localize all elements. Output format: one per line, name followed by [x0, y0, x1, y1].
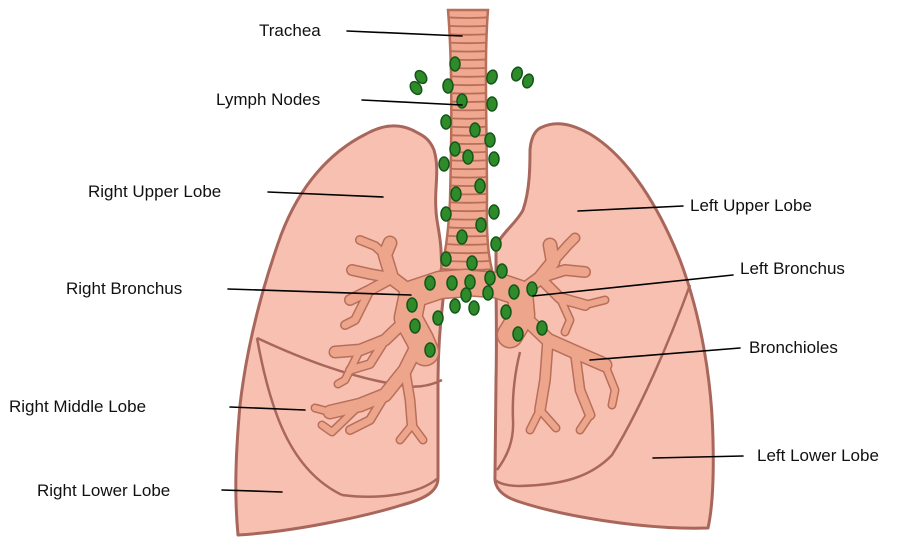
right-lower-twig [315, 408, 330, 412]
label-right-middle-lobe: Right Middle Lobe [9, 397, 146, 417]
label-right-bronchus: Right Bronchus [66, 279, 182, 299]
label-bronchioles: Bronchioles [749, 338, 838, 358]
label-right-upper-lobe: Right Upper Lobe [88, 182, 221, 202]
lymph-node [489, 152, 499, 166]
lymph-node [475, 179, 485, 193]
lymph-node [433, 311, 443, 325]
lymph-node [513, 327, 523, 341]
lymph-node [476, 218, 486, 232]
lymph-node [485, 271, 495, 285]
lymph-node [497, 264, 507, 278]
lymph-node [489, 205, 499, 219]
lymph-nodes-leader [362, 100, 462, 105]
label-left-bronchus: Left Bronchus [740, 259, 845, 279]
lymph-node [457, 230, 467, 244]
lymph-node [537, 321, 547, 335]
lymph-node [450, 142, 460, 156]
lymph-node [451, 187, 461, 201]
lymph-node [425, 276, 435, 290]
lymph-node [425, 343, 435, 357]
lymph-node [527, 282, 537, 296]
lymph-node [450, 57, 460, 71]
label-lymph-nodes: Lymph Nodes [216, 90, 320, 110]
trachea-leader [347, 31, 462, 36]
lymph-node [439, 157, 449, 171]
label-left-upper-lobe: Left Upper Lobe [690, 196, 812, 216]
lymph-node [443, 79, 453, 93]
lymph-node [509, 285, 519, 299]
lymph-node [410, 319, 420, 333]
label-left-lower-lobe: Left Lower Lobe [757, 446, 879, 466]
lymph-node [441, 207, 451, 221]
lymph-node [463, 150, 473, 164]
lymph-node [465, 275, 475, 289]
lymph-node [487, 97, 497, 111]
lymph-node [467, 256, 477, 270]
label-trachea: Trachea [259, 21, 321, 41]
lymph-node [510, 66, 524, 83]
lymph-node [461, 288, 471, 302]
lymph-node [457, 94, 467, 108]
lymph-node [441, 115, 451, 129]
lymph-node [450, 299, 460, 313]
lymph-node [447, 276, 457, 290]
lymph-node [521, 73, 535, 90]
lymph-node [485, 133, 495, 147]
lymph-node [469, 301, 479, 315]
lymph-node [407, 298, 417, 312]
label-right-lower-lobe: Right Lower Lobe [37, 481, 170, 501]
lymph-node [441, 252, 451, 266]
lymph-node [501, 305, 511, 319]
lymph-node [491, 237, 501, 251]
lymph-node [470, 123, 480, 137]
lymph-node [483, 286, 493, 300]
